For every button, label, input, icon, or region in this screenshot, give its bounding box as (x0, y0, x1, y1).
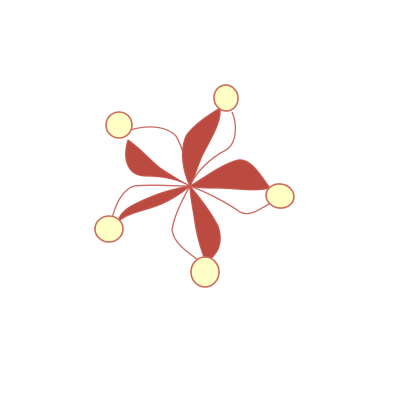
petal-2 (189, 159, 271, 191)
bead-2 (265, 183, 295, 209)
bead-4 (94, 215, 124, 243)
connector-line-2 (189, 185, 275, 215)
bead-1 (213, 84, 239, 112)
connector-line-3 (171, 185, 199, 261)
bead-3 (190, 256, 220, 288)
petal-5 (125, 139, 191, 187)
connector-line-4 (111, 184, 191, 219)
connector-line-1 (189, 111, 237, 187)
petal-4 (117, 185, 191, 223)
bead-5 (105, 111, 133, 139)
bead-group (94, 84, 295, 288)
